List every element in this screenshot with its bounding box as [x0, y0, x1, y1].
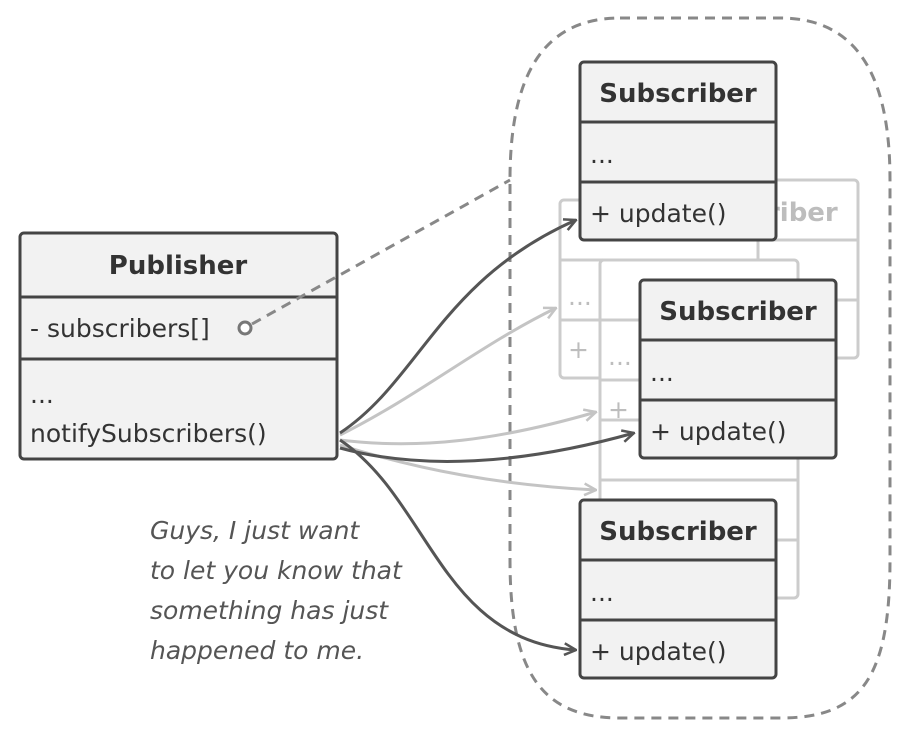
subscriber-class: Subscriber ... + update() — [578, 60, 778, 242]
notify-arrow — [339, 220, 576, 435]
note-line: something has just — [150, 596, 389, 625]
notify-arrow — [339, 438, 576, 650]
subscriber-field: ... — [590, 140, 614, 169]
subscriber-class: Subscriber ... + update() — [638, 278, 838, 460]
subscriber-field: ... — [590, 578, 614, 607]
publisher-method-dots: ... — [30, 380, 54, 409]
subscriber-field: ... — [650, 358, 674, 387]
subscriber-title: Subscriber — [659, 297, 817, 327]
note-line: Guys, I just want — [150, 516, 360, 545]
ghost-subscriber-field: ... — [568, 282, 592, 311]
note-line: to let you know that — [150, 556, 403, 585]
subscriber-method: + update() — [590, 199, 727, 228]
subscriber-method: + update() — [590, 637, 727, 666]
ghost-subscriber-field: ... — [608, 342, 632, 371]
notify-arrow-faded-1 — [339, 308, 556, 437]
publisher-method: notifySubscribers() — [30, 419, 267, 448]
subscriber-title: Subscriber — [599, 79, 757, 109]
subscriber-title: Subscriber — [599, 517, 757, 547]
note-line: happened to me. — [150, 636, 364, 665]
subscribers-reference-link — [251, 178, 511, 326]
publisher-class: Publisher - subscribers[] ... notifySubs… — [18, 231, 339, 461]
publisher-title: Publisher — [109, 251, 248, 281]
publisher-note: Guys, I just want to let you know that s… — [150, 516, 403, 665]
notify-arrow-faded-2 — [339, 412, 596, 446]
notify-arrow — [339, 433, 634, 463]
subscriber-method: + update() — [650, 417, 787, 446]
subscriber-class: Subscriber ... + update() — [578, 498, 778, 680]
publisher-field: - subscribers[] — [30, 314, 210, 343]
aggregation-endpoint — [237, 320, 253, 336]
subscriber-list-boundary — [508, 16, 892, 720]
